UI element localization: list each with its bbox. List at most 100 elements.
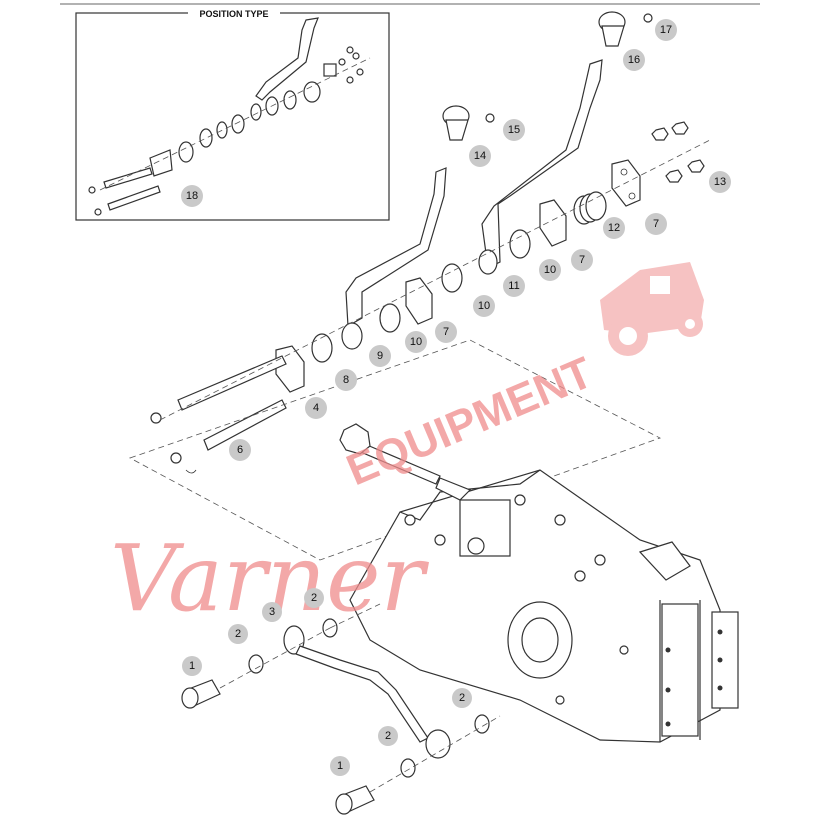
valve-port (467, 537, 485, 555)
bore-hole (521, 617, 559, 663)
inset-spring (323, 63, 337, 77)
callout-1a: 1 (182, 656, 202, 676)
inset-nut (94, 208, 102, 216)
side-flange (661, 603, 699, 737)
rod-lower (203, 399, 287, 451)
plate-hole (628, 192, 636, 200)
plate-7-low (405, 277, 433, 325)
right-lever (481, 59, 603, 269)
watermark-block: EQUIPMENT (340, 348, 600, 495)
svg-text:13: 13 (714, 176, 726, 188)
knob-14-body (445, 119, 469, 141)
seal-2 (400, 758, 416, 778)
svg-text:2: 2 (235, 628, 241, 640)
svg-text:18: 18 (186, 190, 198, 202)
valve-block (459, 499, 511, 557)
inset-washer (303, 81, 321, 103)
lever-axis-line (159, 139, 711, 421)
callout-14: 14 (469, 145, 491, 167)
washer-10 (379, 303, 401, 333)
flange-hole (717, 629, 723, 635)
callout-7b: 7 (571, 249, 593, 271)
bolt (594, 554, 606, 566)
bolt (434, 534, 446, 546)
plate-7-mid (539, 199, 567, 247)
washer-11 (478, 249, 498, 275)
inset-washer (250, 103, 262, 121)
callout-11: 11 (503, 275, 525, 297)
shaft-end (435, 477, 472, 501)
bolt (514, 494, 526, 506)
callout-8: 8 (335, 369, 357, 391)
inset-washer (199, 128, 213, 148)
inset-washer (283, 90, 297, 110)
svg-text:9: 9 (377, 350, 383, 362)
inset-plate (149, 149, 173, 177)
inset-rod (103, 167, 153, 189)
tractor-logo (600, 262, 704, 356)
svg-text:6: 6 (237, 444, 243, 456)
callout-3: 3 (262, 602, 282, 622)
callout-12: 12 (603, 217, 625, 239)
inset-frame (75, 12, 390, 221)
inset-nut (352, 52, 360, 60)
svg-text:3: 3 (269, 606, 275, 618)
callout-1b: 1 (330, 756, 350, 776)
screw-15 (485, 113, 495, 123)
callout-16: 16 (623, 49, 645, 71)
callout-10b: 10 (473, 295, 495, 317)
inset-nut (356, 68, 364, 76)
inset-lever (255, 17, 319, 101)
screw-17 (643, 13, 653, 23)
callout-7c: 7 (435, 321, 457, 343)
callout-10a: 10 (539, 259, 561, 281)
svg-text:17: 17 (660, 24, 672, 36)
inset-axis-line (99, 57, 371, 191)
washer-10 (509, 229, 531, 259)
bolt-head (181, 687, 199, 709)
callouts: 17 16 15 14 13 12 7 7 7 11 10 10 10 9 8 … (181, 19, 731, 776)
pipe-axis-lower (369, 715, 501, 793)
nut-13 (651, 127, 669, 141)
bolt (554, 514, 566, 526)
bolt (619, 645, 629, 655)
housing-flange (659, 600, 701, 742)
inset-nut (346, 46, 354, 54)
callout-4: 4 (305, 397, 327, 419)
inset-nut (88, 186, 96, 194)
hydraulic-housing (339, 423, 739, 743)
bolt (555, 695, 565, 705)
seal-2 (248, 654, 264, 674)
callout-2b: 2 (228, 624, 248, 644)
svg-text:10: 10 (544, 264, 556, 276)
svg-text:14: 14 (474, 150, 486, 162)
svg-text:2: 2 (385, 730, 391, 742)
callout-18: 18 (181, 185, 203, 207)
plate-4 (275, 345, 305, 393)
flange-hole (717, 657, 723, 663)
svg-text:1: 1 (189, 660, 195, 672)
nut-13 (671, 121, 689, 135)
svg-text:11: 11 (508, 280, 519, 292)
washer-10 (441, 263, 463, 293)
callout-17: 17 (655, 19, 677, 41)
flange-hole (665, 687, 671, 693)
inset-bracket (178, 141, 194, 163)
svg-text:2: 2 (459, 692, 465, 704)
callout-7a: 7 (645, 213, 667, 235)
inset-washer (231, 114, 245, 134)
callout-6: 6 (229, 439, 251, 461)
knob-16-body (601, 25, 625, 47)
svg-text:15: 15 (508, 124, 520, 136)
inset-rod (107, 185, 161, 211)
pipe-3 (295, 645, 429, 743)
flange-hole (665, 721, 671, 727)
pipe-assembly (181, 603, 501, 815)
nut-13 (665, 169, 683, 183)
svg-text:7: 7 (579, 254, 585, 266)
mount-outline (129, 339, 662, 561)
position-type-inset: POSITION TYPE (75, 7, 390, 221)
callout-2a: 2 (304, 588, 324, 608)
svg-text:12: 12 (608, 222, 620, 234)
